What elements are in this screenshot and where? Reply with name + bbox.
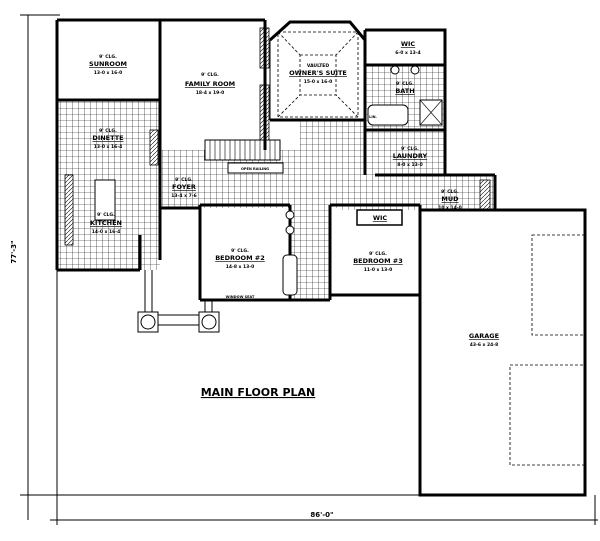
garage-door-upper <box>531 234 586 336</box>
svg-text:9' CLG.: 9' CLG. <box>97 212 115 218</box>
svg-text:6-0 x 13-4: 6-0 x 13-4 <box>395 50 420 56</box>
svg-text:9' CLG.: 9' CLG. <box>99 54 117 60</box>
room-kitchen: 9' CLG. KITCHEN 14-0 x 16-4 <box>90 212 122 235</box>
svg-text:BATH: BATH <box>395 87 414 95</box>
depth-dimension: 77'-3" <box>10 240 18 263</box>
room-bedroom3-wic: WIC <box>356 209 403 226</box>
svg-text:GARAGE: GARAGE <box>469 332 499 340</box>
linen-note: LIN. <box>369 115 377 119</box>
window-seat-note: WINDOW SEAT <box>226 295 255 299</box>
svg-text:14-0 x 16-4: 14-0 x 16-4 <box>92 229 121 235</box>
room-bedroom-2: 9' CLG. BEDROOM #2 14-8 x 13-0 <box>215 248 265 270</box>
kitchen-island <box>94 179 116 221</box>
room-foyer: 9' CLG. FOYER 13-4 x 7-6 <box>171 177 196 199</box>
svg-text:9' CLG.: 9' CLG. <box>231 248 249 254</box>
svg-text:14-8 x 13-0: 14-8 x 13-0 <box>226 264 255 270</box>
room-bath: 9' CLG. BATH <box>395 81 414 95</box>
svg-text:9' CLG.: 9' CLG. <box>441 189 459 195</box>
tile-floors <box>57 65 495 300</box>
svg-text:13-0 x 16-0: 13-0 x 16-0 <box>94 70 123 76</box>
svg-text:43-6 x 24-8: 43-6 x 24-8 <box>470 342 499 348</box>
dinette-built-in <box>149 129 159 166</box>
bath-fixtures <box>282 65 443 296</box>
room-dinette: 9' CLG. DINETTE 13-0 x 16-4 <box>92 128 123 150</box>
svg-text:13-4 x 7-6: 13-4 x 7-6 <box>171 193 196 199</box>
svg-text:OWNER'S SUITE: OWNER'S SUITE <box>289 69 347 77</box>
room-owners-suite: VAULTED OWNER'S SUITE 15-0 x 16-0 <box>289 63 347 85</box>
svg-text:10 x 14-0: 10 x 14-0 <box>438 205 462 211</box>
plan-title: MAIN FLOOR PLAN <box>201 386 316 399</box>
svg-text:18-4 x 19-0: 18-4 x 19-0 <box>196 90 225 96</box>
width-dimension: 86'-0" <box>310 511 333 519</box>
svg-text:15-0 x 16-0: 15-0 x 16-0 <box>304 79 333 85</box>
kitchen-counter <box>64 174 74 246</box>
mud-lockers <box>479 179 491 211</box>
svg-text:9' CLG.: 9' CLG. <box>396 81 414 87</box>
room-mud: 9' CLG. MUD 10 x 14-0 <box>438 189 462 211</box>
svg-text:DINETTE: DINETTE <box>92 134 123 142</box>
svg-text:9' CLG.: 9' CLG. <box>99 128 117 134</box>
svg-text:BEDROOM #2: BEDROOM #2 <box>215 254 265 262</box>
svg-text:11-0 x 13-0: 11-0 x 13-0 <box>364 267 393 273</box>
svg-text:FAMILY ROOM: FAMILY ROOM <box>185 80 235 88</box>
svg-text:9' CLG.: 9' CLG. <box>175 177 193 183</box>
svg-text:SUNROOM: SUNROOM <box>89 60 127 68</box>
svg-text:LAUNDRY: LAUNDRY <box>393 152 428 160</box>
svg-text:9' CLG.: 9' CLG. <box>401 146 419 152</box>
svg-text:MUD: MUD <box>441 195 459 203</box>
walls <box>55 18 587 497</box>
svg-text:8-0 x 13-0: 8-0 x 13-0 <box>397 162 422 168</box>
svg-text:VAULTED: VAULTED <box>307 63 329 69</box>
svg-text:WIC: WIC <box>373 214 388 222</box>
dimension-lines <box>20 14 598 525</box>
room-laundry: 9' CLG. LAUNDRY 8-0 x 13-0 <box>393 146 428 168</box>
front-porch <box>137 270 220 333</box>
svg-text:BEDROOM #3: BEDROOM #3 <box>353 257 403 265</box>
svg-text:FOYER: FOYER <box>172 183 196 191</box>
garage-door-lower <box>509 364 586 466</box>
open-rail-note: OPEN RAILING <box>241 167 269 171</box>
svg-text:KITCHEN: KITCHEN <box>90 219 122 227</box>
room-garage: GARAGE 43-6 x 24-8 <box>469 332 499 348</box>
room-sunroom: 9' CLG. SUNROOM 13-0 x 16-0 <box>89 54 127 76</box>
vaulted-ceiling <box>277 31 359 118</box>
svg-text:9' CLG.: 9' CLG. <box>201 72 219 78</box>
svg-text:WIC: WIC <box>401 40 416 48</box>
svg-text:13-0 x 16-4: 13-0 x 16-4 <box>94 144 123 150</box>
room-family-room: 9' CLG. FAMILY ROOM 18-4 x 19-0 <box>185 72 235 96</box>
room-bedroom-3: 9' CLG. BEDROOM #3 11-0 x 13-0 <box>353 251 403 273</box>
room-owner-wic: WIC 6-0 x 13-4 <box>395 40 420 56</box>
svg-text:9' CLG.: 9' CLG. <box>369 251 387 257</box>
staircase <box>204 139 284 174</box>
